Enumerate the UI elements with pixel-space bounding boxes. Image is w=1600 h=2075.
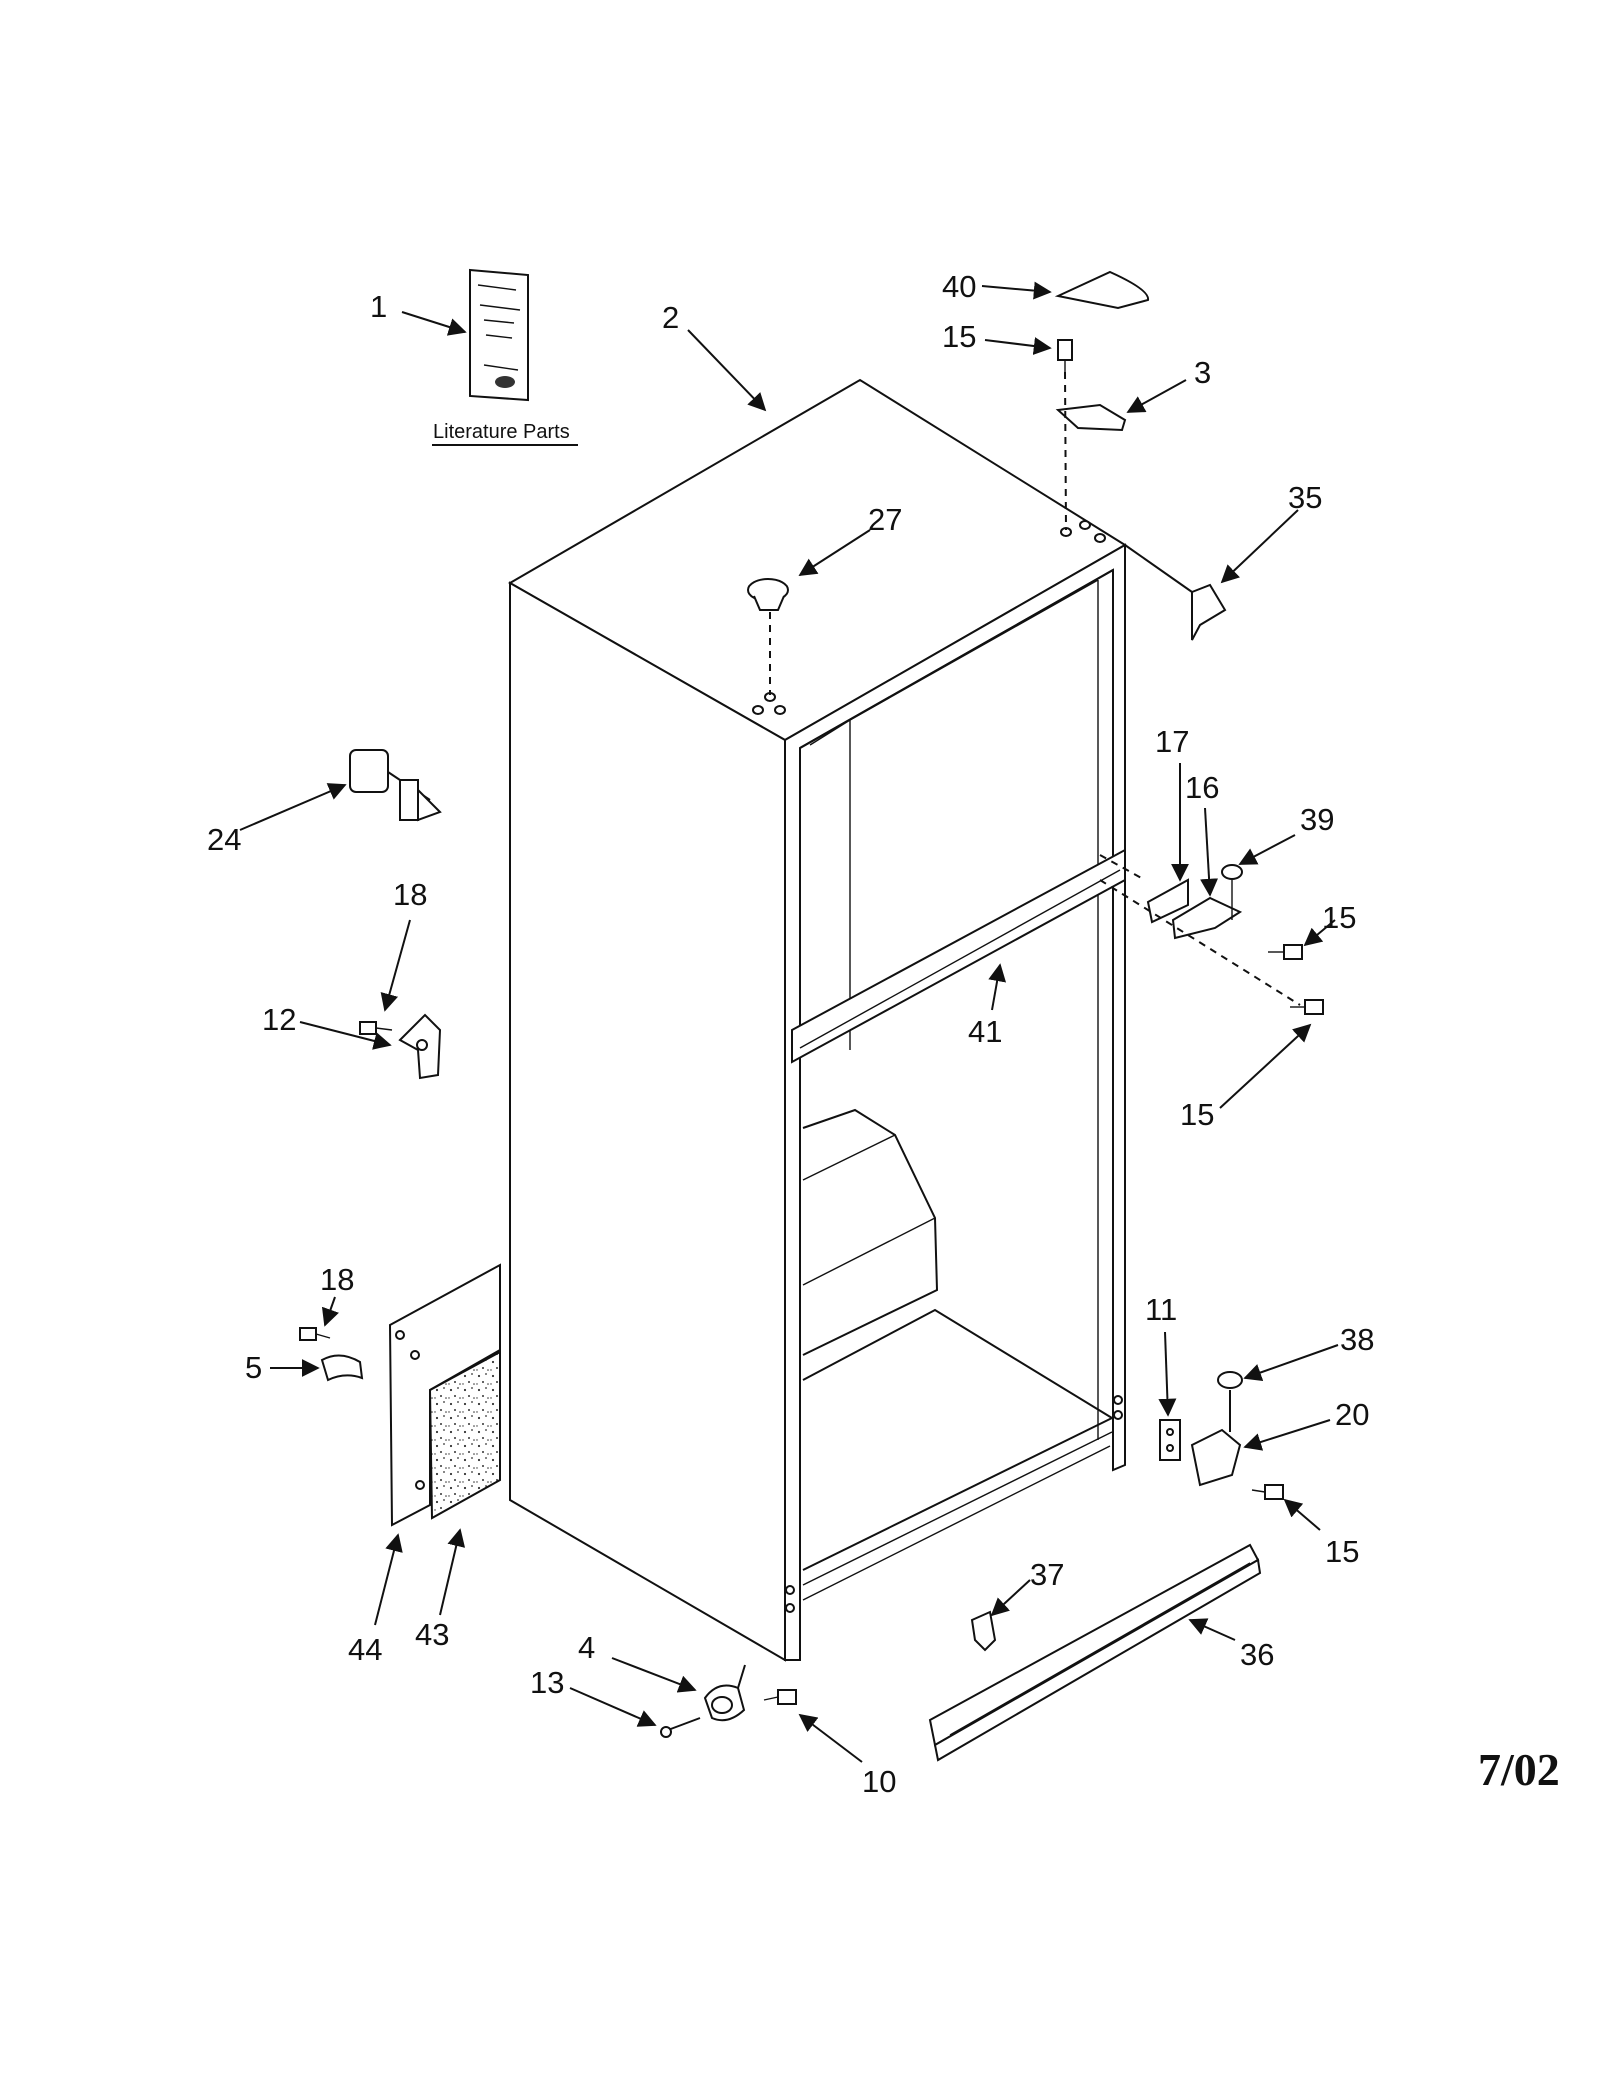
top-hinge <box>1055 403 1127 432</box>
hinge-cover <box>1054 270 1150 310</box>
front-roller <box>703 1664 746 1722</box>
grille-clip <box>970 1610 997 1652</box>
callout-18: 18 <box>320 1262 354 1297</box>
date-code: 7/02 <box>1478 1744 1560 1795</box>
callout-37: 37 <box>1030 1557 1064 1592</box>
callout-38: 38 <box>1340 1322 1374 1357</box>
literature-parts-caption: Literature Parts <box>433 421 570 443</box>
roller-pin <box>660 1717 701 1738</box>
callout-39: 39 <box>1300 802 1334 837</box>
callout-15: 15 <box>1180 1097 1214 1132</box>
callout-5: 5 <box>245 1350 262 1385</box>
callout-4: 4 <box>578 1630 595 1665</box>
center-hinge-screw-lower <box>1290 999 1324 1015</box>
roller-screw <box>763 1689 797 1705</box>
top-plug <box>747 578 789 611</box>
callout-12: 12 <box>262 1002 296 1037</box>
bottom-hinge <box>1190 1390 1242 1487</box>
tube-clamp <box>320 1354 364 1382</box>
callout-36: 36 <box>1240 1637 1274 1672</box>
callout-40: 40 <box>942 269 976 304</box>
callout-10: 10 <box>862 1764 896 1799</box>
callout-20: 20 <box>1335 1397 1369 1432</box>
callout-11: 11 <box>1145 1292 1177 1327</box>
hinge-washer <box>1217 1371 1243 1389</box>
leveler-screw-upper <box>359 1021 393 1035</box>
callout-18: 18 <box>393 877 427 912</box>
callout-2: 2 <box>662 300 679 335</box>
hinge-cap <box>1191 583 1227 641</box>
callout-44: 44 <box>348 1632 382 1667</box>
bottom-hinge-screw <box>1251 1484 1284 1500</box>
callout-43: 43 <box>415 1617 449 1652</box>
leveler-screw-lower <box>299 1327 331 1341</box>
callout-41: 41 <box>968 1014 1002 1049</box>
center-hinge-assembly <box>1099 854 1301 1006</box>
callout-1: 1 <box>370 289 387 324</box>
base-grille <box>928 1543 1262 1762</box>
callout-3: 3 <box>1194 355 1211 390</box>
cabinet-shell <box>507 378 1127 1662</box>
callout-27: 27 <box>868 502 902 537</box>
callout-13: 13 <box>530 1665 564 1700</box>
literature-booklet <box>432 268 578 446</box>
callout-16: 16 <box>1185 770 1219 805</box>
callout-24: 24 <box>207 822 241 857</box>
hinge-screw <box>1057 339 1073 372</box>
door-bracket <box>398 1013 442 1080</box>
door-stop-shaft <box>349 749 442 822</box>
callout-15: 15 <box>1325 1534 1359 1569</box>
callout-17: 17 <box>1155 724 1189 759</box>
callout-15: 15 <box>1322 900 1356 935</box>
hinge-spacer <box>1159 1419 1181 1461</box>
callout-15: 15 <box>942 319 976 354</box>
leader-lines <box>239 281 1339 1763</box>
insulation-pad <box>428 1350 501 1520</box>
center-hinge-screw-upper <box>1268 944 1303 960</box>
callout-35: 35 <box>1288 480 1322 515</box>
